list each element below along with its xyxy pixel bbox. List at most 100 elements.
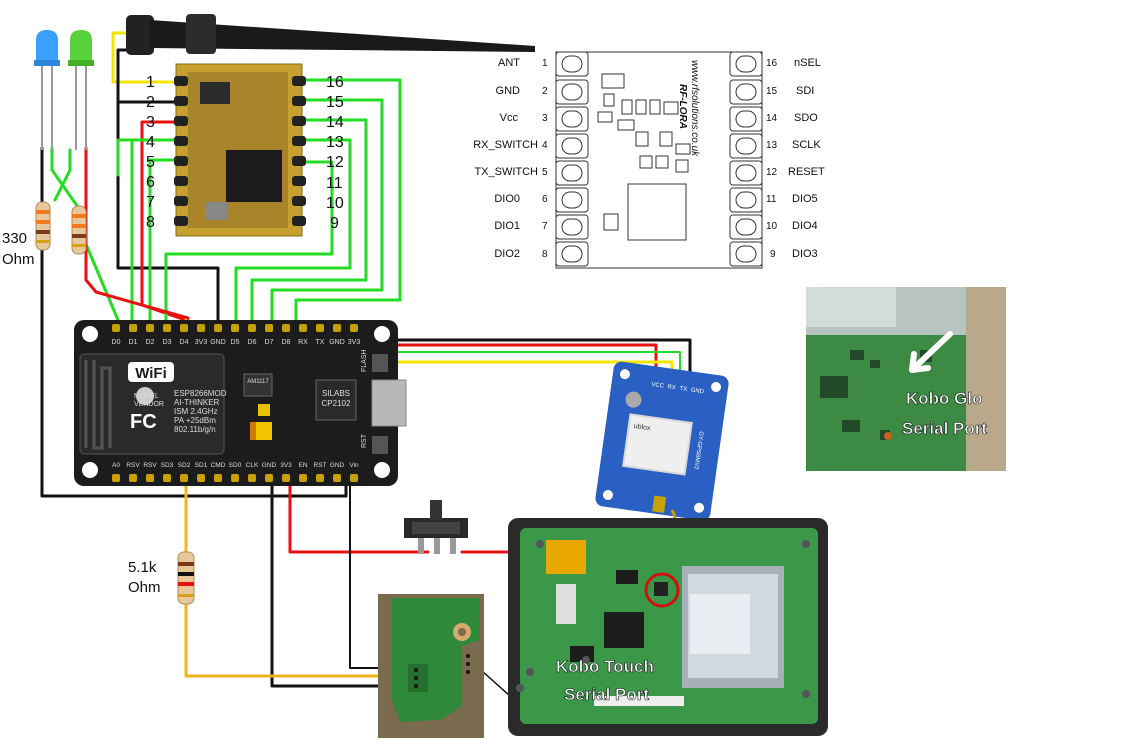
- wire-3v3-switch: [288, 476, 430, 554]
- pinout-pin-name: DIO5: [792, 193, 818, 205]
- rst-label: RST: [361, 433, 368, 448]
- wire-lora-pin5: [148, 158, 182, 322]
- pinout-pin-num: 5: [542, 167, 548, 178]
- pinout-pin-num: 16: [766, 58, 778, 69]
- lora-pin-number: 3: [146, 114, 155, 131]
- pinout-pin-name: RX_SWITCH: [473, 139, 538, 151]
- nodemcu-pin-label: D4: [180, 339, 189, 346]
- flash-button: [372, 354, 388, 372]
- fc-mark: FC: [130, 411, 157, 433]
- lora-pin-number: 2: [146, 94, 155, 111]
- gps-brand: ublox: [633, 423, 651, 432]
- nodemcu-pin-label: EN: [298, 462, 307, 469]
- wire-led-blue-anode: [50, 146, 82, 212]
- flash-label: FLASH: [361, 349, 368, 372]
- nodemcu-pin-label: 3V3: [280, 462, 292, 469]
- kobo-touch-photo: Kobo Touch Serial Port: [508, 518, 828, 736]
- wire-lora-pin12: [164, 160, 334, 327]
- nodemcu-pin-label: CLK: [246, 462, 259, 469]
- lora-pin-number: 9: [330, 215, 339, 232]
- nodemcu-top-labels: D0 D1 D2 D3 D4 3V3 GND D5 D6 D7 D8 RX TX…: [112, 339, 361, 346]
- nodemcu-pin-label: GND: [329, 339, 345, 346]
- wifi-std-value: 802.11b/g/n: [174, 425, 216, 434]
- kobo-touch-label-1: Kobo Touch: [556, 657, 654, 676]
- lora-pin-number: 12: [326, 154, 344, 171]
- wire-lora-pin15: [270, 98, 384, 327]
- rf-lora-pinout: www.rfsolutions.co.uk RF-LORA ANT GND Vc…: [473, 51, 825, 269]
- nodemcu-pin-label: D5: [231, 339, 240, 346]
- pa-value: PA +25dBm: [174, 416, 216, 425]
- pinout-pin-num: 14: [766, 113, 778, 124]
- nodemcu-pin-label: RST: [314, 462, 327, 469]
- nodemcu-pin-label: 3V3: [195, 339, 208, 346]
- pinout-pin-name: DIO4: [792, 220, 818, 232]
- pullup-label-1: 5.1k: [128, 559, 157, 576]
- pinout-pin-name: Vcc: [500, 112, 519, 124]
- pinout-pin-num: 1: [542, 58, 548, 69]
- wire-kobo-gnd: [270, 476, 422, 688]
- nodemcu-pin-label: D0: [112, 339, 121, 346]
- espressif-logo: [136, 387, 154, 405]
- lora-chip: [226, 150, 282, 202]
- nodemcu-pin-label: 3V3: [348, 339, 361, 346]
- pinout-pin-num: 7: [542, 221, 548, 232]
- pinout-pin-name: RESET: [788, 166, 825, 178]
- led-resistor-label-1: 330: [2, 230, 27, 247]
- resistor-led1: [35, 201, 51, 251]
- pinout-pin-name: GND: [496, 85, 521, 97]
- nodemcu-pin-label: Vin: [349, 462, 359, 469]
- lora-module: [174, 63, 306, 237]
- gps-module: ublox GY-GPS6MV2 VCC RX TX GND: [595, 361, 729, 530]
- usb-port: [371, 379, 407, 427]
- pinout-pin-num: 8: [542, 249, 548, 260]
- wifi-logo-text: WiFi: [135, 365, 167, 382]
- nodemcu-pin-label: GND: [210, 339, 226, 346]
- pinout-board-outline: [555, 51, 763, 269]
- lora-pin-number: 16: [326, 74, 344, 91]
- pullup-label-2: Ohm: [128, 579, 161, 596]
- pinout-pin-num: 10: [766, 221, 778, 232]
- gps-pin-label: GND: [690, 388, 705, 396]
- wire-lora-vcc: [140, 120, 202, 327]
- nodemcu-top-header: [112, 324, 358, 332]
- antenna-whip: [150, 20, 535, 52]
- esp-module-shield: [79, 353, 225, 455]
- pinout-pin-name: DIO2: [494, 248, 520, 260]
- lora-pin-number: 15: [326, 94, 344, 111]
- nodemcu-pin-label: SD3: [161, 462, 174, 469]
- gps-pin-label: RX: [667, 384, 676, 391]
- lora-right-pin-numbers: 16 15 14 13 12 11 10 9: [326, 74, 344, 232]
- nodemcu-pin-label: TX: [316, 339, 325, 346]
- wire-led-green-cathode: [53, 148, 72, 202]
- capacitor-small: [258, 404, 270, 416]
- vendor-value: AI-THINKER: [174, 398, 220, 407]
- wire-lora-pin6: [130, 138, 182, 322]
- esp-antenna-trace: [84, 360, 112, 450]
- pinout-pin-name: SDO: [794, 112, 818, 124]
- lora-left-pin-numbers: 1 2 3 4 5 6 7 8: [146, 74, 155, 231]
- pinout-right-labels: nSEL SDI SDO SCLK RESET DIO5 DIO4 DIO3: [788, 57, 825, 260]
- wire-lora-pin14: [250, 118, 368, 327]
- pinout-pin-name: TX_SWITCH: [474, 166, 538, 178]
- wire-lora-pin16: [294, 78, 402, 327]
- vendor-label: VENDOR: [134, 401, 164, 408]
- led-blue: [34, 30, 60, 150]
- usb-uart-chip: [315, 379, 357, 421]
- nodemcu-pin-label: D8: [282, 339, 291, 346]
- pinout-pin-num: 6: [542, 194, 548, 205]
- pinout-pin-num: 13: [766, 140, 778, 151]
- kobo-glo-label-2: Serial Port: [902, 419, 987, 438]
- pinout-left-pads: [555, 51, 589, 267]
- wire-antenna: [111, 31, 182, 84]
- gps-pin-label: VCC: [651, 382, 665, 390]
- nodemcu-bottom-header: [112, 474, 358, 482]
- pinout-components: [597, 73, 691, 241]
- gps-battery: [625, 391, 642, 408]
- ism-value: ISM 2.4GHz: [174, 407, 218, 416]
- switch-knob: [430, 500, 442, 520]
- pinout-pin-num: 9: [770, 249, 776, 260]
- rst-button: [372, 436, 388, 454]
- pinout-pin-name: nSEL: [794, 57, 821, 69]
- wifi-logo-box: [128, 362, 174, 382]
